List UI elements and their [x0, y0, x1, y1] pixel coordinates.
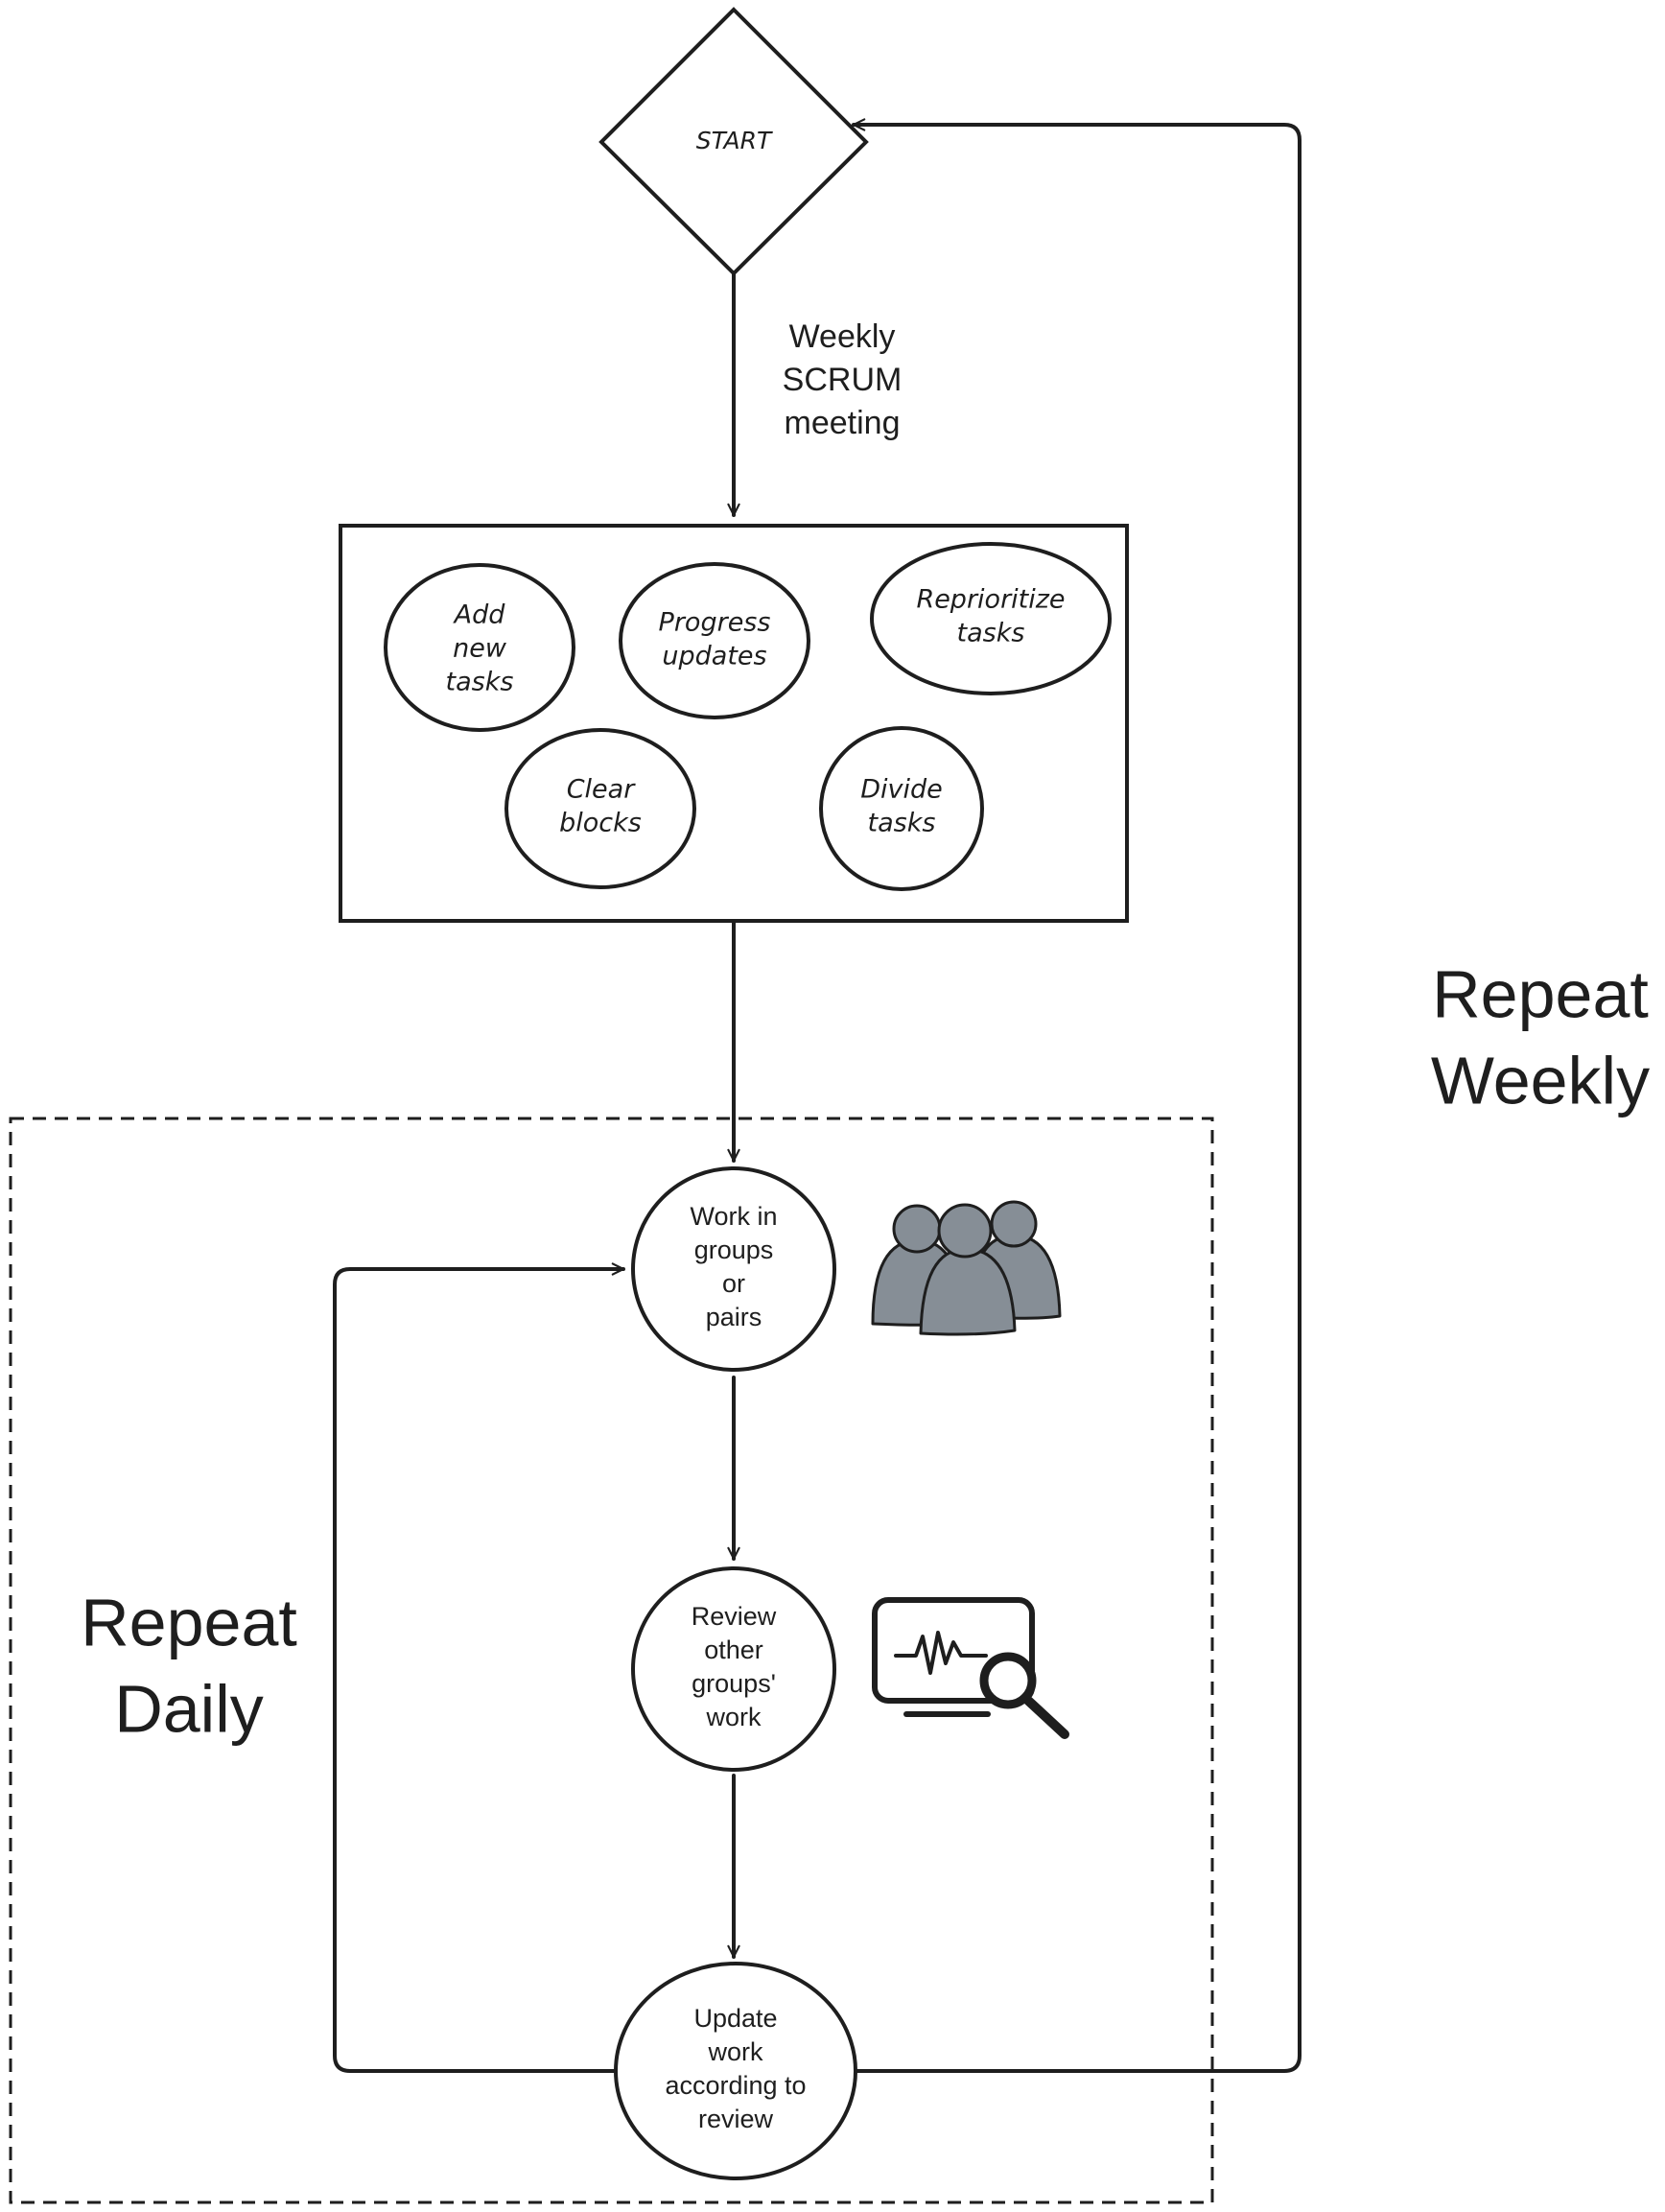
weekly-scrum-meeting-label: Weekly SCRUM meeting — [783, 318, 903, 441]
edge-label-line: meeting — [785, 405, 901, 441]
meeting-item-label: tasks — [957, 619, 1025, 648]
meeting-item-label: Divide — [860, 775, 943, 805]
step-label: according to — [665, 2071, 806, 2100]
step-review-work[interactable]: Review other groups' work — [631, 1566, 836, 1772]
step-label: review — [698, 2105, 774, 2133]
step-update-work[interactable]: Update work according to review — [614, 1962, 857, 2180]
step-label: or — [722, 1269, 745, 1298]
meeting-item-label: new — [453, 634, 507, 664]
weekly-loop-arrow — [852, 118, 1302, 2073]
repeat-daily-line: Daily — [114, 1671, 264, 1746]
meeting-item-label: updates — [662, 642, 766, 671]
start-label: START — [696, 127, 773, 154]
scrum-meeting-box: Add new tasks Progress updates Repriorit… — [339, 524, 1129, 923]
meeting-item-reprioritize-tasks[interactable]: Reprioritize tasks — [870, 542, 1112, 695]
step-label: Work in — [690, 1202, 777, 1231]
meeting-item-label: Reprioritize — [916, 585, 1065, 615]
step-label: work — [707, 2037, 763, 2066]
edge-label-line: SCRUM — [783, 362, 903, 398]
step-label: Update — [693, 2004, 777, 2033]
repeat-weekly-label: Repeat Weekly — [1431, 956, 1650, 1118]
step-label: groups — [694, 1235, 774, 1264]
step-label: pairs — [706, 1303, 762, 1331]
meeting-item-divide-tasks[interactable]: Divide tasks — [819, 726, 984, 891]
step-label: Review — [692, 1602, 777, 1631]
monitor-search-icon — [872, 1597, 1069, 1739]
daily-loop-arrow — [333, 1262, 625, 2073]
start-node[interactable]: START — [598, 7, 869, 276]
daily-loop-region — [9, 1117, 1214, 2204]
meeting-item-label: tasks — [868, 809, 936, 838]
step-work-in-groups[interactable]: Work in groups or pairs — [631, 1166, 836, 1372]
repeat-daily-line: Repeat — [81, 1585, 297, 1659]
meeting-item-label: Clear — [567, 775, 637, 805]
meeting-item-progress-updates[interactable]: Progress updates — [619, 562, 810, 719]
step-label: groups' — [692, 1669, 776, 1698]
meeting-item-add-new-tasks[interactable]: Add new tasks — [384, 563, 575, 732]
meeting-item-label: tasks — [446, 668, 514, 697]
group-people-icon — [871, 1200, 1062, 1336]
meeting-item-label: Progress — [659, 608, 771, 638]
step-label: work — [705, 1703, 762, 1731]
meeting-item-clear-blocks[interactable]: Clear blocks — [504, 728, 696, 889]
step-label: other — [704, 1635, 763, 1664]
repeat-weekly-line: Repeat — [1432, 956, 1649, 1031]
edge-label-line: Weekly — [789, 318, 896, 355]
meeting-item-label: Add — [453, 600, 506, 630]
repeat-daily-label: Repeat Daily — [81, 1585, 297, 1746]
repeat-weekly-line: Weekly — [1431, 1043, 1650, 1118]
meeting-item-label: blocks — [559, 809, 642, 838]
